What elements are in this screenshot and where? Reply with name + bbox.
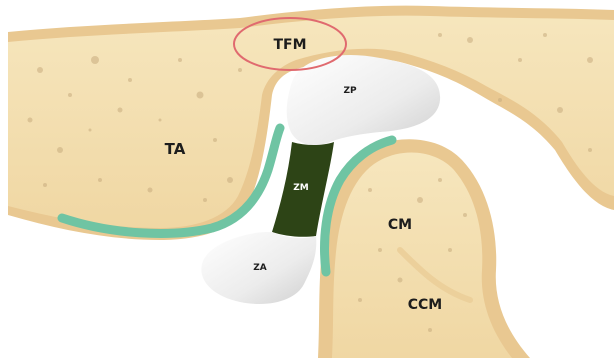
bone-pore — [37, 67, 43, 73]
label-za: ZA — [253, 263, 267, 273]
label-ccm: CCM — [408, 297, 442, 313]
bone-pore — [159, 119, 162, 122]
label-cm: CM — [388, 217, 412, 233]
bone-pore — [467, 37, 473, 43]
bone-pore — [91, 56, 99, 64]
bone-pore — [178, 58, 182, 62]
bone-pore — [358, 298, 362, 302]
bone-pore — [43, 183, 47, 187]
bone-pore — [98, 178, 102, 182]
bone-pore — [417, 197, 423, 203]
label-zm: ZM — [293, 183, 309, 193]
label-zp: ZP — [343, 86, 357, 96]
bone-pore — [587, 57, 593, 63]
bone-pore — [378, 248, 382, 252]
bone-pore — [203, 198, 207, 202]
bone-pore — [148, 188, 153, 193]
bone-pore — [197, 92, 204, 99]
bone-pore — [57, 147, 63, 153]
bone-pore — [68, 93, 72, 97]
bone-pore — [438, 33, 442, 37]
bone-pore — [588, 148, 592, 152]
bone-pore — [463, 213, 467, 217]
bone-pore — [557, 107, 563, 113]
bone-pore — [28, 118, 33, 123]
bone-pore — [543, 33, 547, 37]
bone-pore — [213, 138, 217, 142]
label-tfm: TFM — [273, 37, 306, 53]
bone-pore — [118, 108, 123, 113]
bone-pore — [128, 78, 132, 82]
bone-pore — [498, 98, 502, 102]
label-ta: TA — [165, 140, 186, 158]
bone-pore — [238, 68, 242, 72]
bone-pore — [438, 178, 442, 182]
bone-pore — [227, 177, 233, 183]
bone-pore — [518, 58, 522, 62]
bone-pore — [368, 188, 372, 192]
bone-pore — [89, 129, 92, 132]
bone-pore — [398, 278, 403, 283]
bone-pore — [428, 328, 432, 332]
bone-pore — [448, 248, 452, 252]
